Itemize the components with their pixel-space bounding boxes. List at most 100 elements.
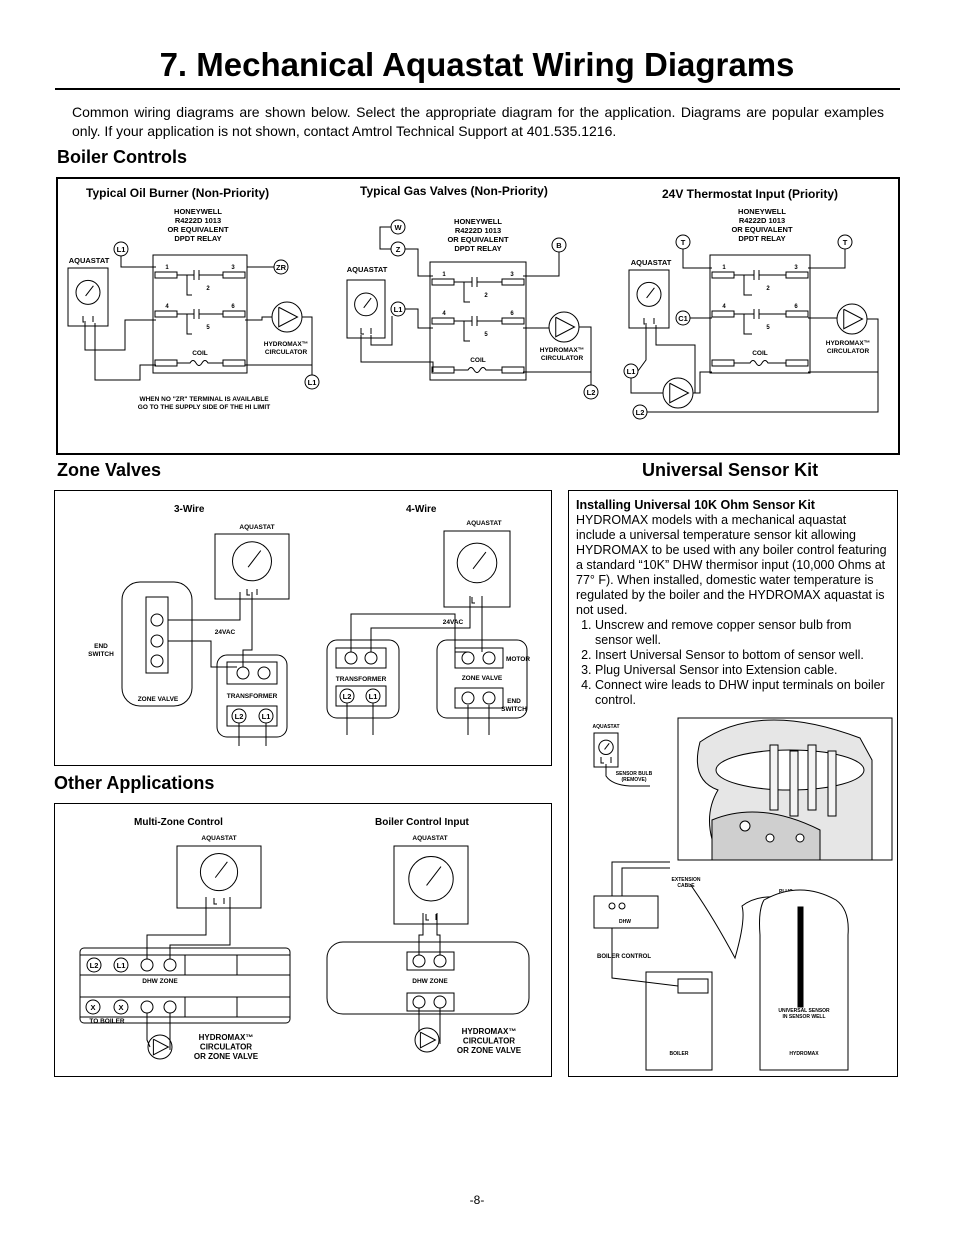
relay-coil (177, 360, 223, 366)
heater-fitting (827, 750, 837, 817)
relay-wire (186, 314, 192, 335)
aquastat-terminal (82, 316, 86, 323)
terminal-zr-label: ZR (276, 263, 287, 272)
terminal-c1-label: C1 (678, 314, 688, 323)
contact-number: 5 (206, 325, 210, 331)
heater-bolt (739, 820, 751, 832)
aquastat-terminal (246, 589, 250, 596)
terminal-l1-label: L1 (117, 961, 126, 970)
contact-number: 4 (165, 304, 169, 310)
aquastat-label: AQUASTAT (412, 835, 447, 842)
wire (370, 596, 471, 652)
heater-bolt (795, 833, 805, 843)
dhw-terminal (618, 902, 626, 910)
contact-number: 4 (442, 311, 446, 317)
wire (146, 897, 207, 959)
circulator-arrow (843, 308, 864, 330)
terminal-l1-bottom-label: L1 (308, 378, 317, 387)
contact-number: 1 (165, 265, 169, 271)
boiler-controls-box (56, 177, 900, 455)
wire (436, 913, 441, 955)
wire (350, 613, 468, 653)
contact-number: 6 (794, 304, 798, 310)
aquastat-needle (85, 285, 94, 297)
gas-valves-title: Typical Gas Valves (Non-Priority) (360, 184, 548, 198)
boiler-label: BOILER (670, 1051, 689, 1057)
sensor-instructions: Installing Universal 10K Ohm Sensor Kit … (576, 498, 888, 708)
transformer-label: TRANSFORMER (336, 676, 387, 683)
heater-fitting (807, 744, 817, 811)
aquastat-needle (604, 743, 610, 750)
motor-label: MOTOR (506, 656, 530, 663)
boiler-control-input-title: Boiler Control Input (375, 817, 469, 828)
terminal-l2-label: L2 (636, 408, 645, 417)
aquastat-label: AQUASTAT (466, 520, 501, 527)
terminal-t-label: T (681, 238, 686, 247)
sensor-bulb-wire (605, 764, 650, 787)
page-number: -8- (469, 1193, 485, 1207)
circulator-arrow (278, 306, 299, 328)
wire (630, 378, 663, 394)
vac-label: 24VAC (443, 619, 464, 626)
universal-sensor-box (568, 490, 898, 1077)
aquastat-label: AQUASTAT (631, 258, 672, 267)
contact-number: 2 (766, 286, 770, 292)
wire (168, 640, 237, 668)
cable-leads (611, 861, 670, 898)
dhw-input-box (593, 895, 659, 929)
wire (405, 248, 433, 277)
aquastat-label: AQUASTAT (201, 835, 236, 842)
aquastat-terminal (425, 914, 429, 921)
terminal-x-label: X (90, 1003, 95, 1012)
section-other-applications: Other Applications (54, 773, 215, 793)
dhw-terminal (608, 902, 616, 910)
multi-zone-title: Multi-Zone Control (134, 817, 223, 828)
sensor-heading: Installing Universal 10K Ohm Sensor Kit (576, 498, 815, 512)
heater-fitting (789, 750, 799, 817)
contact-number: 1 (722, 265, 726, 271)
aquastat-needle (363, 297, 372, 309)
relay-wire (463, 282, 470, 303)
aquastat-label: AQUASTAT (347, 265, 388, 274)
wire (637, 325, 647, 372)
terminal-l2-label: L2 (343, 692, 352, 701)
wire (94, 323, 156, 381)
wire (245, 316, 272, 321)
aquastat-terminal (360, 328, 364, 335)
zone-valve-label: ZONE VALVE (138, 696, 179, 703)
wire (302, 316, 313, 375)
relay-coil (734, 360, 786, 366)
sensor-bulb-label: SENSOR BULB(REMOVE) (616, 771, 653, 783)
motor-terminal (482, 651, 496, 665)
heater-bolt (765, 833, 775, 843)
boiler-control-outline (326, 941, 530, 1015)
zone-valve-label: ZONE VALVE (462, 675, 503, 682)
intro-paragraph: Common wiring diagrams are shown below. … (72, 104, 884, 139)
aquastat-needle (472, 551, 487, 570)
contact-number: 6 (510, 311, 514, 317)
contact-number: 6 (231, 304, 235, 310)
terminal-z-label: Z (396, 245, 401, 254)
heater-fitting (769, 744, 779, 811)
aquastat-terminal (600, 757, 604, 764)
terminal-l1-label: L1 (262, 712, 271, 721)
wire (682, 249, 712, 269)
sensor-step: Insert Universal Sensor to bottom of sen… (595, 648, 888, 663)
wire (655, 325, 696, 393)
wire (120, 256, 156, 268)
extension-cable (689, 883, 788, 960)
contact-number: 1 (442, 272, 446, 278)
sensor-well (797, 906, 804, 1008)
four-wire-title: 4-Wire (406, 504, 437, 515)
contact-number: 3 (794, 265, 798, 271)
terminal-x (113, 999, 129, 1015)
terminal-l2 (86, 957, 102, 973)
sensor-body: HYDROMAX models with a mechanical aquast… (576, 513, 887, 617)
terminal-l1-label: L1 (627, 367, 636, 376)
